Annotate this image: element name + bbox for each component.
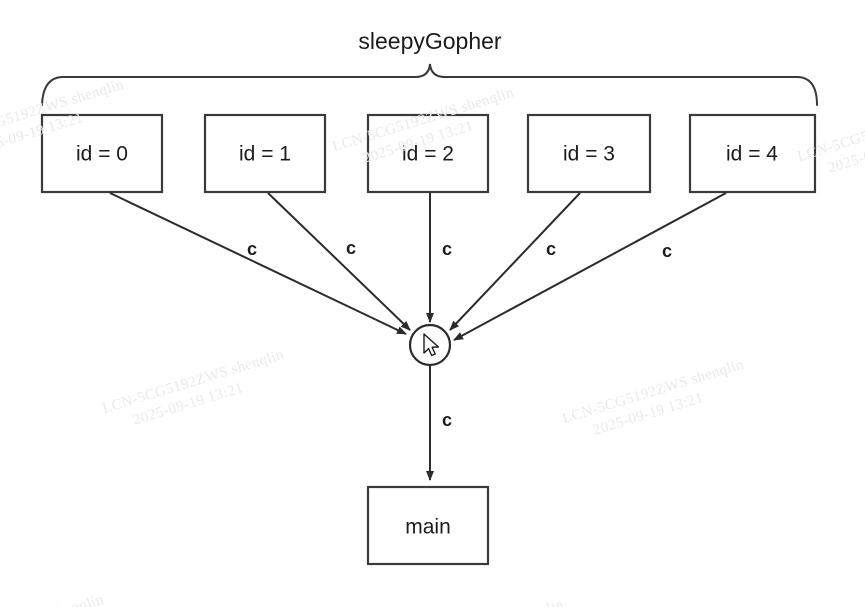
edge-id1-to-channel: [267, 192, 411, 331]
main-box[interactable]: main: [366, 485, 490, 566]
goroutine-box-1-rect[interactable]: [203, 113, 327, 194]
goroutine-box-1[interactable]: id = 1: [203, 113, 327, 194]
group-title: sleepyGopher: [358, 28, 502, 54]
main-box-label: main: [405, 516, 451, 539]
edge-label-id1: c: [346, 238, 356, 258]
goroutine-box-4[interactable]: id = 4: [688, 113, 817, 194]
goroutine-box-2-label: id = 2: [402, 143, 454, 166]
group-brace: [41, 63, 818, 106]
edge-id3-to-channel: [449, 192, 581, 331]
goroutine-box-3-label: id = 3: [563, 143, 615, 166]
goroutine-box-4-rect[interactable]: [688, 113, 817, 194]
goroutine-box-3-rect[interactable]: [526, 113, 652, 194]
goroutine-box-0-rect[interactable]: [40, 113, 164, 194]
edge-id4-to-channel: [453, 192, 727, 341]
goroutine-box-1-label: id = 1: [239, 143, 291, 166]
edge-label-main: c: [442, 410, 452, 430]
main-box-rect[interactable]: [366, 485, 490, 566]
goroutine-box-2[interactable]: id = 2: [366, 113, 490, 194]
goroutine-box-3[interactable]: id = 3: [526, 113, 652, 194]
edge-label-id4: c: [662, 241, 672, 261]
goroutine-box-0[interactable]: id = 0: [40, 113, 164, 194]
edge-id0-to-channel: [109, 192, 407, 335]
edge-label-id3: c: [546, 239, 556, 259]
goroutine-box-4-label: id = 4: [726, 143, 778, 166]
edge-label-id2: c: [442, 239, 452, 259]
goroutine-box-0-label: id = 0: [76, 143, 128, 166]
channel-node[interactable]: [408, 323, 452, 367]
edge-label-id0: c: [247, 239, 257, 259]
goroutine-box-2-rect[interactable]: [366, 113, 490, 194]
